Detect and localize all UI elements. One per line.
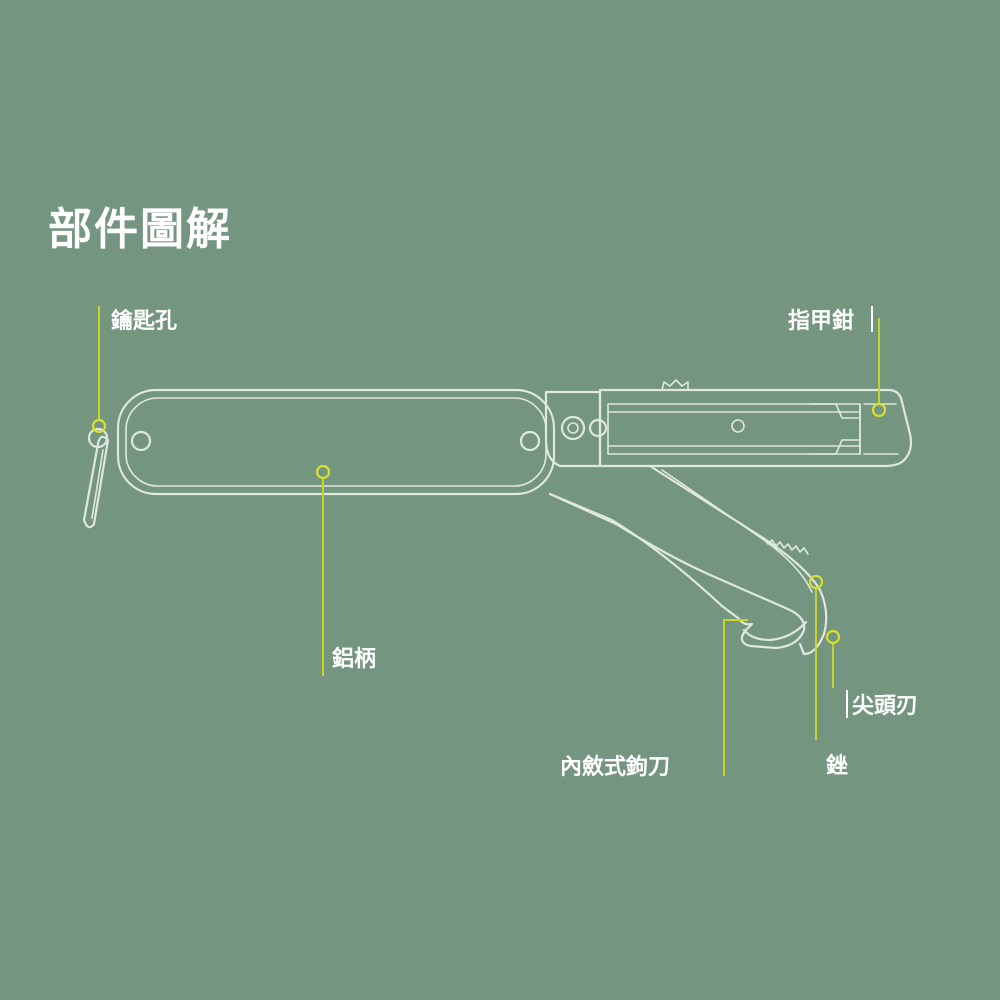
diagram-title: 部件圖解 bbox=[48, 204, 232, 255]
blade-shape bbox=[548, 464, 828, 656]
label-pointed-blade: 尖頭刃 bbox=[852, 694, 918, 719]
aluminum-handle-marker bbox=[315, 464, 331, 480]
key-ring bbox=[82, 427, 110, 529]
nail-clipper-shape bbox=[598, 379, 913, 468]
tool-outline bbox=[82, 379, 913, 656]
leaders bbox=[91, 306, 887, 776]
file-marker bbox=[808, 574, 824, 590]
nail-clipper-marker bbox=[871, 402, 887, 418]
label-nail-clipper: 指甲鉗 bbox=[788, 308, 854, 334]
label-aluminum-handle: 鋁柄 bbox=[332, 646, 376, 672]
hinge bbox=[544, 390, 608, 468]
aluminum-handle-shape bbox=[116, 388, 556, 496]
pointed-blade-marker bbox=[825, 629, 841, 645]
label-keyhole: 鑰匙孔 bbox=[111, 308, 177, 334]
label-hook-blade: 內斂式鉤刀 bbox=[560, 754, 670, 780]
label-file: 銼 bbox=[826, 753, 848, 779]
keyhole-marker bbox=[91, 418, 107, 434]
